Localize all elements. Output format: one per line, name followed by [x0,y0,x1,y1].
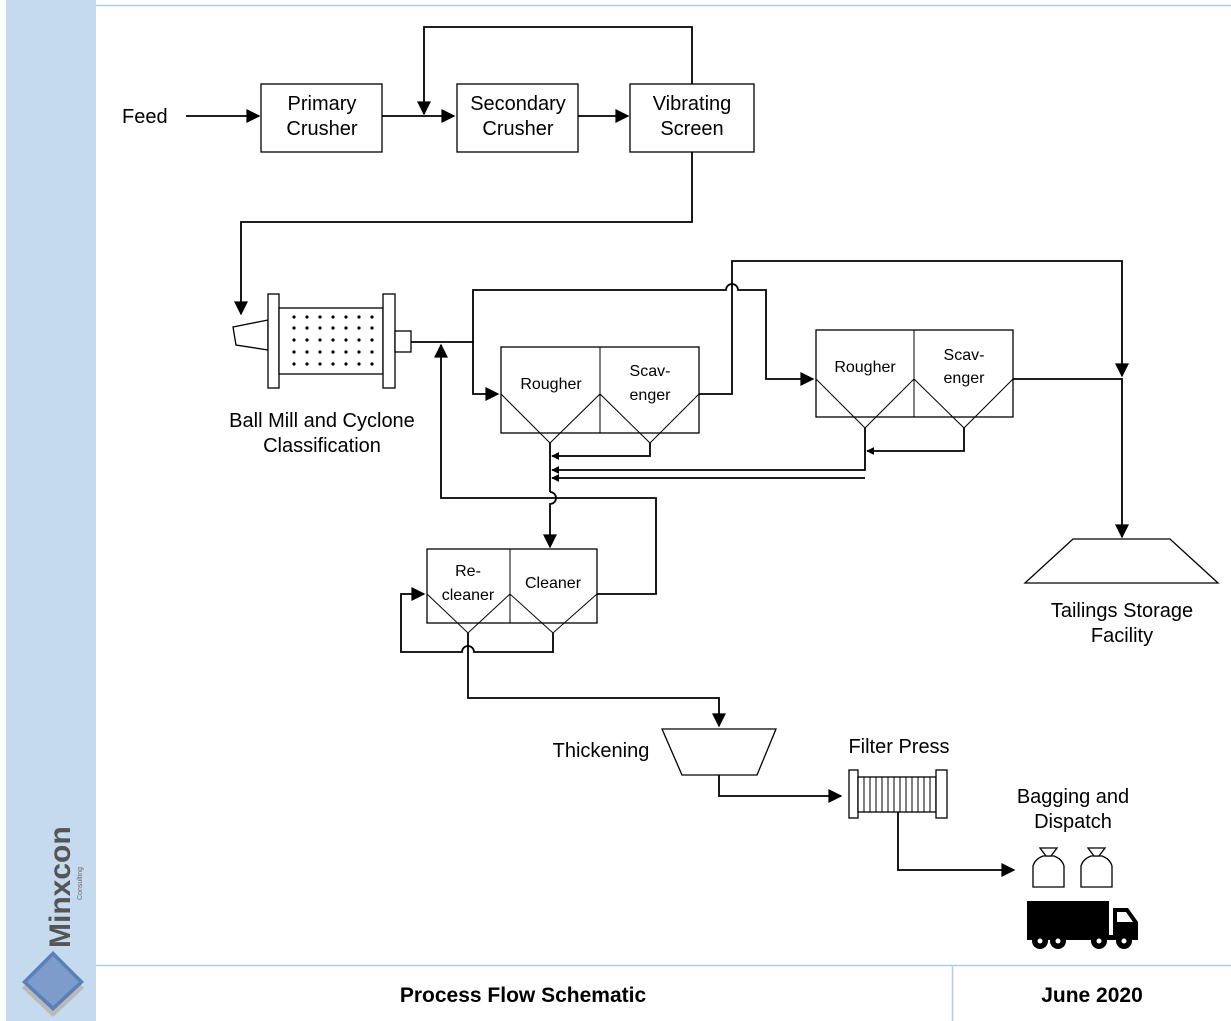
recleaner-conc-to-thickener-line [467,633,726,728]
brand-sidebar: Minxcon Consulting [6,0,96,1021]
scavenger1-label-line1: Scav- [630,363,671,380]
rougher2-label: Rougher [834,359,896,376]
thickener-icon [661,728,777,776]
screen-to-mill-line [234,152,693,316]
bag-icon [1032,847,1065,888]
scavenger2-label-line2: enger [944,370,986,387]
bag-icon [1080,847,1113,888]
recleaner-label-line1: Re- [455,563,481,580]
truck-icon [1027,901,1138,949]
secondary-crusher-box: Secondary Crusher [456,83,579,153]
filter-to-bagging-line [897,812,1016,877]
filter-press-icon [848,769,948,819]
flotation-bank-1: Rougher Scav- enger [500,346,700,444]
filter-press-label: Filter Press [848,736,949,758]
feed-label: Feed [122,106,168,128]
cleaning-bank: Re- cleaner Cleaner [426,548,598,634]
footer-title: Process Flow Schematic [400,984,647,1007]
scavenger1-conc-line [551,443,651,460]
scavenger1-tails-line [699,260,1129,395]
ball-mill-icon [232,293,412,389]
footer-date: June 2020 [1041,984,1143,1007]
scavenger1-label-line2: enger [630,387,672,404]
ball-mill-label-line2: Classification [263,435,381,457]
tailings-label-line1: Tailings Storage [1051,600,1193,622]
tailings-label-line2: Facility [1091,625,1153,647]
cleaner-tails-recycle-line [434,343,657,595]
recleaner-label-line2: cleaner [442,587,495,604]
scavenger2-tails-line [1013,378,1129,539]
rougher1-tails-to-rougher2-line [472,283,815,386]
primary-crusher-line2: Crusher [286,118,357,140]
oversize-recycle-line [417,26,693,116]
secondary-crusher-line1: Secondary [470,93,566,115]
secondary-crusher-line2: Crusher [482,118,553,140]
minxcon-logo-icon [22,951,84,1017]
vibrating-screen-line1: Vibrating [653,93,732,115]
bagging-label-line2: Dispatch [1034,811,1112,833]
cleaner-conc-recycle-line [400,587,554,653]
scavenger2-conc-line [866,428,965,455]
ball-mill-label-line1: Ball Mill and Cyclone [229,410,415,432]
vibrating-screen-box: Vibrating Screen [629,83,755,153]
brand-tagline: Consulting [77,867,84,900]
vibrating-screen-line2: Screen [660,118,723,140]
primary-crusher-line1: Primary [288,93,357,115]
rougher2-conc-line [551,428,866,474]
thickening-label: Thickening [553,740,650,762]
rougher1-label: Rougher [520,376,582,393]
primary-crusher-box: Primary Crusher [260,83,383,153]
flotation-bank-2: Rougher Scav- enger [815,329,1014,429]
thickener-to-filter-line [718,775,843,803]
conc-to-cleaner-line [543,491,557,549]
scavenger2-label-line1: Scav- [944,347,985,364]
tailings-pile-icon [1023,538,1220,584]
brand-name: Minxcon [44,826,77,948]
mill-to-rougher1-line [411,341,500,401]
sidebar-background [6,0,96,1021]
cleaner-label: Cleaner [525,575,582,592]
bagging-label-line1: Bagging and [1017,786,1129,808]
